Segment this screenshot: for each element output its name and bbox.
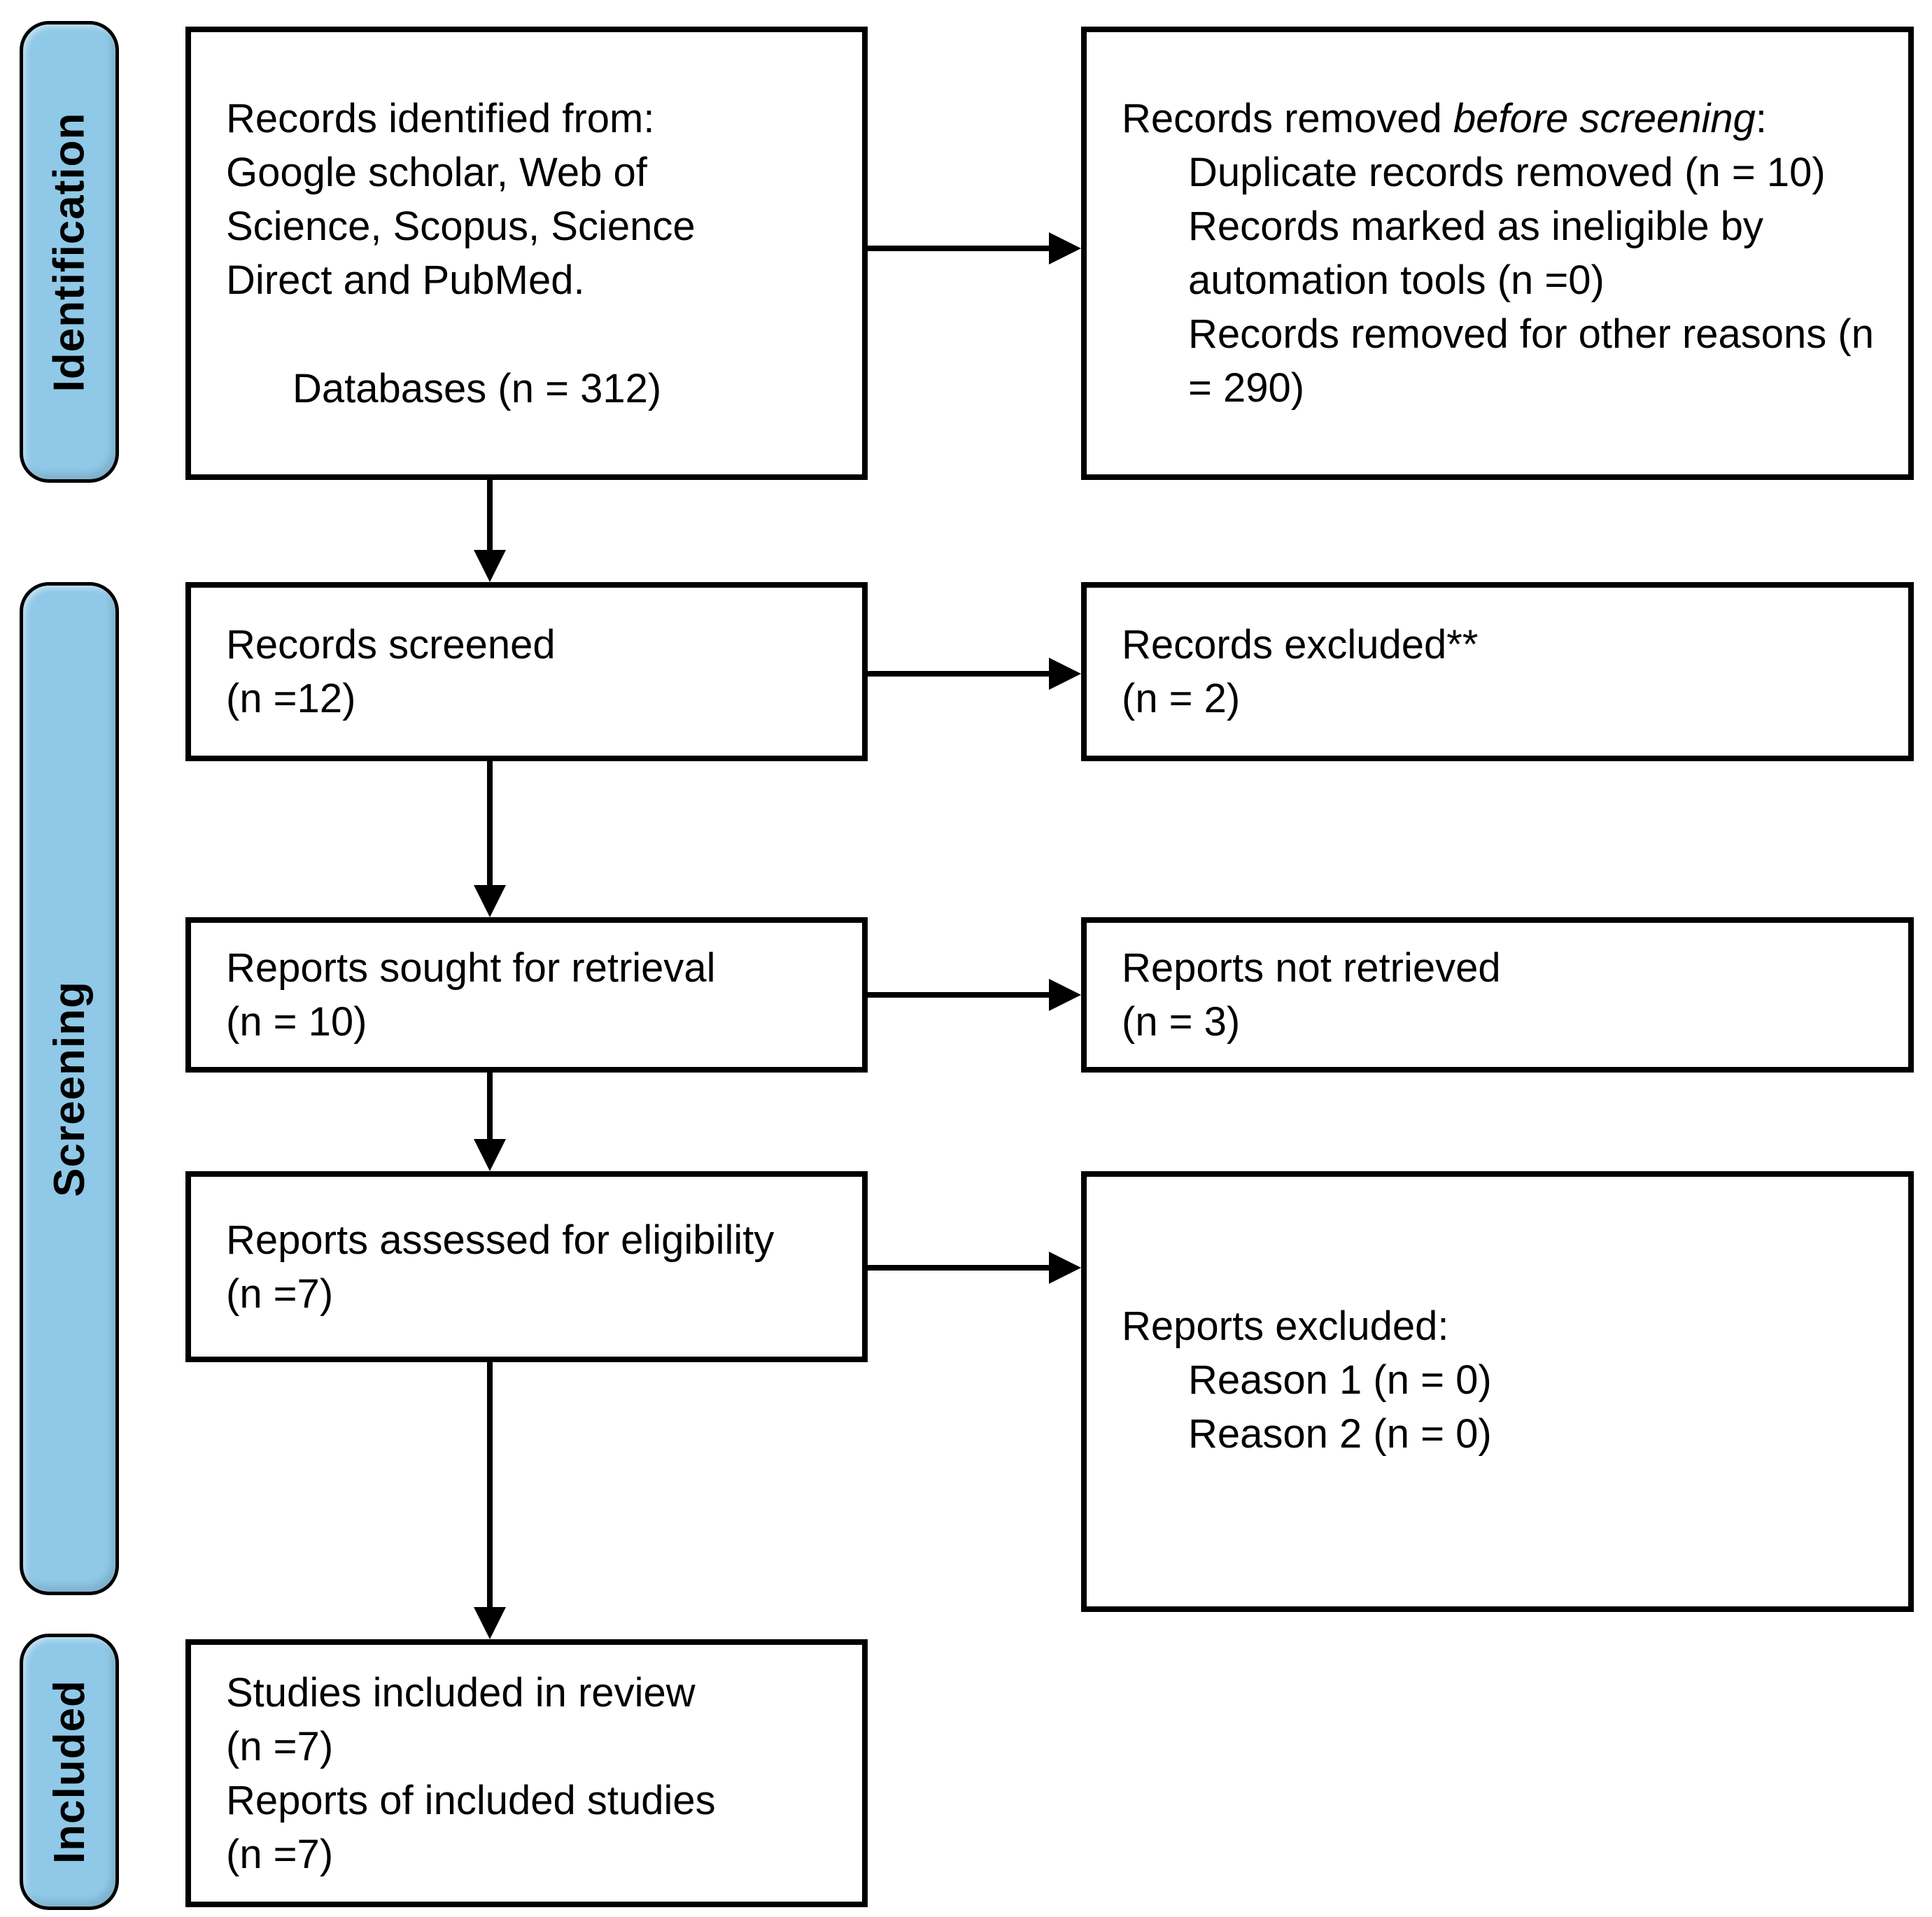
records-removed-item: Records removed for other reasons (n = 2…: [1188, 311, 1874, 411]
stage-label-included: Included: [45, 1680, 94, 1864]
records-identified-text: Records identified from: Google scholar,…: [226, 95, 696, 303]
arrow-shaft: [868, 246, 1049, 251]
stage-pill-included: Included: [20, 1634, 119, 1910]
records-removed-title-italic: before screening: [1453, 96, 1756, 141]
records-removed-items: Duplicate records removed (n = 10) Recor…: [1087, 146, 1908, 415]
stage-label-screening: Screening: [45, 980, 94, 1197]
arrow-head-right-icon: [1049, 1252, 1081, 1284]
arrow-shaft: [487, 761, 493, 885]
reports-excluded-title: Reports excluded:: [1122, 1303, 1449, 1349]
records-removed-item: Records marked as ineligible by automati…: [1188, 204, 1764, 303]
arrow-head-right-icon: [1049, 232, 1081, 264]
records-removed-title: Records removed before screening:: [1087, 92, 1908, 146]
reports-sought-line2: (n = 10): [226, 999, 367, 1045]
arrow-head-right-icon: [1049, 658, 1081, 690]
box-records-removed: Records removed before screening: Duplic…: [1081, 27, 1914, 480]
records-screened-line1: Records screened: [226, 622, 556, 667]
records-identified-databases: Databases (n = 312): [292, 365, 662, 411]
box-records-screened: Records screened (n =12): [185, 582, 868, 761]
stage-label-identification: Identification: [45, 112, 94, 392]
arrow-head-down-icon: [474, 1607, 506, 1639]
box-records-identified: Records identified from: Google scholar,…: [185, 27, 868, 480]
reports-not-retrieved-line1: Reports not retrieved: [1122, 945, 1501, 991]
arrow-shaft: [868, 1265, 1049, 1271]
stage-pill-screening: Screening: [20, 582, 119, 1595]
arrow-head-down-icon: [474, 885, 506, 917]
records-excluded-line2: (n = 2): [1122, 676, 1241, 721]
box-reports-excluded: Reports excluded: Reason 1 (n = 0) Reaso…: [1081, 1171, 1914, 1612]
arrow-shaft: [487, 480, 493, 550]
records-excluded-line1: Records excluded**: [1122, 622, 1479, 667]
records-removed-title-prefix: Records removed: [1122, 96, 1453, 141]
arrow-head-down-icon: [474, 1139, 506, 1171]
reports-assessed-line1: Reports assessed for eligibility: [226, 1217, 775, 1263]
box-records-excluded: Records excluded** (n = 2): [1081, 582, 1914, 761]
studies-included-line: (n =7): [226, 1831, 334, 1877]
studies-included-line: (n =7): [226, 1723, 334, 1769]
records-removed-item: Duplicate records removed (n = 10): [1188, 150, 1826, 195]
studies-included-line: Studies included in review: [226, 1669, 696, 1716]
arrow-shaft: [487, 1362, 493, 1607]
records-removed-title-suffix: :: [1755, 96, 1768, 141]
reports-assessed-line2: (n =7): [226, 1271, 334, 1317]
reports-excluded-items: Reason 1 (n = 0) Reason 2 (n = 0): [1087, 1353, 1908, 1461]
box-reports-not-retrieved: Reports not retrieved (n = 3): [1081, 917, 1914, 1073]
studies-included-line: Reports of included studies: [226, 1777, 716, 1823]
arrow-shaft: [868, 671, 1049, 677]
reports-excluded-reason: Reason 1 (n = 0): [1188, 1357, 1492, 1403]
reports-not-retrieved-line2: (n = 3): [1122, 999, 1241, 1045]
box-reports-sought: Reports sought for retrieval (n = 10): [185, 917, 868, 1073]
stage-pill-identification: Identification: [20, 21, 119, 483]
records-screened-line2: (n =12): [226, 676, 356, 721]
box-reports-assessed: Reports assessed for eligibility (n =7): [185, 1171, 868, 1362]
box-studies-included: Studies included in review (n =7) Report…: [185, 1639, 868, 1907]
arrow-shaft: [487, 1073, 493, 1139]
arrow-shaft: [868, 992, 1049, 998]
arrow-head-right-icon: [1049, 979, 1081, 1011]
reports-sought-line1: Reports sought for retrieval: [226, 945, 716, 991]
arrow-head-down-icon: [474, 550, 506, 582]
reports-excluded-reason: Reason 2 (n = 0): [1188, 1411, 1492, 1457]
